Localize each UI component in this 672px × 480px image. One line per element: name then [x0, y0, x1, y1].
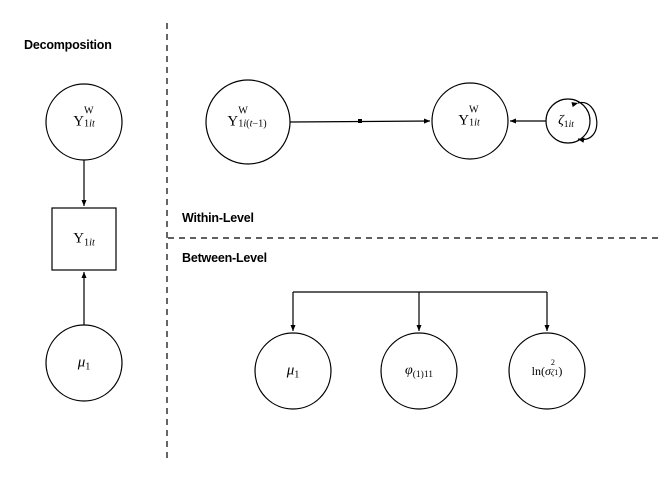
label-between-ar: φ(1)11 [404, 363, 434, 380]
label-decomp-mean: μ1 [77, 354, 91, 373]
label-within-current: YW1it1it [458, 104, 480, 129]
label-decomp-latent: YW1it1it [73, 105, 95, 130]
edge-lag-to-current-midpoint-marker [358, 119, 362, 123]
within-level-label: Within-Level [182, 211, 254, 225]
label-between-mean: μ1 [286, 362, 300, 381]
label-decomp-observed: Y1it [73, 230, 95, 249]
node-decomp-observed [51, 207, 117, 271]
label-within-residual: ζ1it [558, 113, 574, 130]
node-within-current [431, 82, 509, 160]
node-between-ar [380, 332, 458, 410]
node-between-logvar [508, 332, 586, 410]
node-between-mean [254, 332, 332, 410]
label-between-logvar: ln(σ2ζ1ζ1) [531, 357, 563, 378]
decomposition-title: Decomposition [24, 38, 112, 52]
edge-residual-variance-self-loop [571, 102, 598, 143]
between-level-label: Between-Level [182, 251, 267, 265]
